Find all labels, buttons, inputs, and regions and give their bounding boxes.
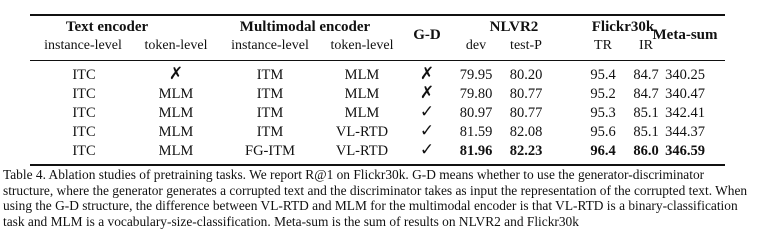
- cell-dev: 79.80: [459, 86, 493, 102]
- subheader-flickr-tr: TR: [594, 38, 612, 53]
- table-caption: Table 4. Ablation studies of pretraining…: [3, 167, 748, 229]
- cell-gd: ✓: [419, 102, 435, 121]
- subheader-text-token: token-level: [144, 38, 208, 53]
- cell-ir: 86.0: [633, 143, 659, 159]
- cell-tr: 95.6: [590, 124, 616, 140]
- header-text-encoder: Text encoder: [65, 19, 149, 35]
- header-multimodal-encoder: Multimodal encoder: [239, 19, 371, 35]
- cell-dev: 81.96: [459, 143, 493, 159]
- subheader-nlvr2-test: test-P: [510, 38, 542, 53]
- cell-dev: 80.97: [459, 105, 493, 121]
- cell-mi: ITM: [256, 105, 284, 121]
- cell-mt: MLM: [344, 86, 380, 102]
- subheader-text-instance: instance-level: [44, 38, 122, 53]
- header-rule: [30, 60, 725, 61]
- cell-ir: 84.7: [633, 67, 659, 83]
- cell-meta: 346.59: [665, 143, 705, 159]
- cell-mi: FG-ITM: [245, 143, 295, 159]
- cell-tt: MLM: [158, 86, 194, 102]
- cell-ti: ITC: [72, 105, 96, 121]
- header-meta-sum: Meta-sum: [652, 27, 718, 43]
- cell-tr: 95.4: [590, 67, 616, 83]
- cell-ti: ITC: [72, 67, 96, 83]
- header-flickr30k: Flickr30k: [591, 19, 655, 35]
- cell-mi: ITM: [256, 67, 284, 83]
- cell-mt: MLM: [344, 67, 380, 83]
- cell-gd: ✗: [419, 64, 435, 83]
- cell-gd: ✓: [419, 140, 435, 159]
- subheader-mm-token: token-level: [330, 38, 394, 53]
- cell-ir: 85.1: [633, 124, 659, 140]
- header-nlvr2: NLVR2: [489, 19, 539, 35]
- cell-mi: ITM: [256, 124, 284, 140]
- cell-tr: 95.3: [590, 105, 616, 121]
- cell-tt: MLM: [158, 143, 194, 159]
- cell-mt: VL-RTD: [335, 143, 389, 159]
- cell-meta: 342.41: [665, 105, 705, 121]
- cell-ti: ITC: [72, 86, 96, 102]
- cell-tr: 95.2: [590, 86, 616, 102]
- cell-test: 82.23: [509, 143, 543, 159]
- cell-ir: 85.1: [633, 105, 659, 121]
- cell-test: 82.08: [509, 124, 543, 140]
- cell-mi: ITM: [256, 86, 284, 102]
- subheader-nlvr2-dev: dev: [465, 38, 487, 53]
- cell-ir: 84.7: [633, 86, 659, 102]
- bottom-rule: [30, 164, 725, 166]
- cell-dev: 81.59: [459, 124, 493, 140]
- cell-mt: MLM: [344, 105, 380, 121]
- cell-tr: 96.4: [590, 143, 616, 159]
- cell-mt: VL-RTD: [335, 124, 389, 140]
- cell-test: 80.20: [509, 67, 543, 83]
- cell-gd: ✗: [419, 83, 435, 102]
- cell-tt: MLM: [158, 105, 194, 121]
- cell-test: 80.77: [509, 105, 543, 121]
- cell-tt: ✗: [168, 64, 184, 83]
- subheader-flickr-ir: IR: [639, 38, 653, 53]
- header-gd: G-D: [413, 27, 441, 43]
- cell-gd: ✓: [419, 121, 435, 140]
- cell-meta: 340.25: [665, 67, 705, 83]
- cell-meta: 344.37: [665, 124, 705, 140]
- cell-ti: ITC: [72, 143, 96, 159]
- subheader-mm-instance: instance-level: [231, 38, 309, 53]
- cell-ti: ITC: [72, 124, 96, 140]
- cell-meta: 340.47: [665, 86, 705, 102]
- cell-test: 80.77: [509, 86, 543, 102]
- cell-dev: 79.95: [459, 67, 493, 83]
- top-rule: [30, 14, 725, 16]
- cell-tt: MLM: [158, 124, 194, 140]
